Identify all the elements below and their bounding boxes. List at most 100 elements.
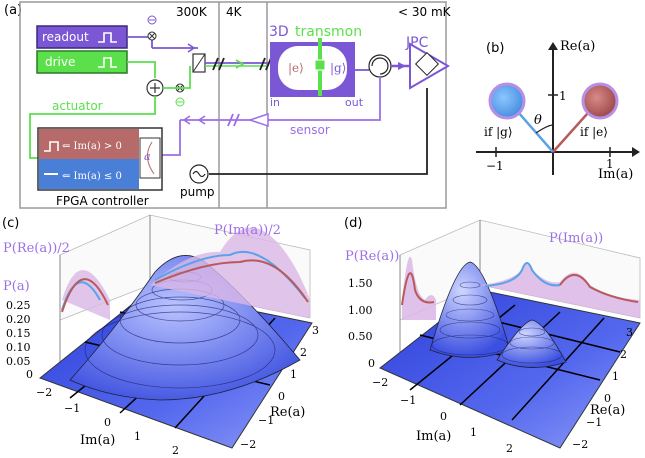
port-in: in: [270, 96, 280, 109]
p-im-label-c: P(Im(a))/2: [214, 223, 281, 238]
if-e-label: if |e⟩: [580, 125, 608, 139]
svg-text:−1: −1: [258, 414, 274, 427]
drive-line: [127, 61, 156, 78]
svg-text:1: 1: [134, 430, 141, 443]
svg-text:0: 0: [278, 390, 285, 403]
svg-text:3: 3: [626, 326, 633, 339]
panel-c-label: (c): [2, 216, 19, 231]
marginal-im-d: [480, 262, 640, 318]
tick-im-minus1: −1: [486, 159, 504, 173]
svg-text:−2: −2: [372, 376, 388, 389]
actuator-label: actuator: [52, 99, 103, 113]
svg-text:0: 0: [26, 368, 33, 381]
readout-pulse-icon: [98, 32, 117, 43]
zone-mk: < 30 mK: [398, 5, 452, 19]
if-g-label: if |g⟩: [484, 125, 513, 139]
svg-text:−1: −1: [400, 394, 416, 407]
z-ticks-d: 1.50 1.00 0.50 0: [348, 277, 375, 370]
svg-text:0: 0: [440, 410, 447, 423]
re-ticks-d: 3 2 1 0 −1 −2: [572, 326, 633, 451]
marginal-re-c: [62, 270, 110, 320]
zone-300k: 300K: [176, 5, 208, 19]
p-a-label-c: P(a): [3, 279, 30, 294]
fpga-row1-text: ⇐ Im(a) > 0: [62, 141, 122, 152]
ket-e: |e⟩: [288, 61, 304, 75]
attenuator-icon-1: [212, 57, 225, 71]
tick-im-1: 1: [606, 157, 614, 171]
im-axis-label: Im(a): [598, 167, 633, 182]
sensor-label: sensor: [290, 123, 330, 137]
jpc-ring-icon: [414, 51, 440, 77]
svg-text:1.50: 1.50: [348, 277, 373, 290]
svg-text:0.20: 0.20: [6, 313, 31, 326]
panel-b: (b) Re(a) Im(a) 1 −1 1 θ if |g⟩ if |e⟩: [476, 39, 640, 182]
svg-text:1: 1: [612, 370, 619, 383]
cryostat-frame: [19, 1, 447, 209]
svg-text:−1: −1: [586, 416, 602, 429]
z-ticks-c: 0.25 0.20 0.15 0.10 0.05 0: [6, 299, 33, 381]
fpga-row2-text: ⇐ Im(a) ≤ 0: [62, 171, 122, 182]
attenuator-icon-3: [227, 113, 240, 127]
svg-text:0: 0: [104, 416, 111, 429]
hemt-amplifier: [247, 112, 269, 128]
drive-pulse-icon: [98, 57, 117, 68]
svg-text:−1: −1: [64, 402, 80, 415]
panel-a-label: (a): [4, 3, 22, 18]
panel-c: (c) P(Re(a))/2 P(Im(a))/2 P(a) 0.25 0.20: [2, 214, 319, 457]
pump-label: pump: [180, 185, 215, 199]
e-state-disk: [581, 82, 619, 120]
fpga-label: FPGA controller: [56, 194, 149, 208]
readout-label: readout: [42, 30, 89, 44]
minus-symbol-2: [175, 97, 185, 107]
svg-text:1.00: 1.00: [348, 304, 373, 317]
im-ticks-c: −2 −1 0 1 2: [36, 386, 179, 457]
im-axis-label-d: Im(a): [416, 429, 451, 444]
fpga-row-positive: [39, 129, 139, 159]
marginal-im-c: [150, 227, 310, 318]
fpga-comparator: [139, 137, 161, 179]
svg-text:0.50: 0.50: [348, 330, 373, 343]
svg-text:0.05: 0.05: [6, 355, 31, 368]
transmon-3d: 3D: [269, 24, 289, 40]
svg-text:−2: −2: [240, 438, 256, 451]
panel-a: (a) 300K 4K < 30 mK readout drive: [4, 1, 452, 209]
svg-text:−2: −2: [36, 386, 52, 399]
drive-label: drive: [45, 55, 75, 69]
transmon-word: transmon: [295, 24, 362, 40]
cavity-interior: [278, 46, 347, 90]
actuator-line: [29, 96, 156, 159]
pump-line: [209, 88, 428, 175]
svg-text:3: 3: [312, 324, 319, 337]
re-axis-label-c: Re(a): [270, 405, 305, 420]
re-ticks-c: 3 2 1 0 −1 −2: [240, 324, 319, 451]
re-axis-label-d: Re(a): [590, 403, 625, 418]
attenuator-icon-2: [259, 57, 272, 71]
fpga-pulse-icon: [44, 141, 59, 152]
im-ticks-d: −2 −1 0 1 2: [372, 376, 513, 455]
svg-text:2: 2: [300, 346, 307, 359]
zone-4k: 4K: [226, 5, 243, 19]
svg-text:1: 1: [290, 368, 297, 381]
svg-text:0.10: 0.10: [6, 341, 31, 354]
svg-text:0: 0: [368, 357, 375, 370]
svg-text:−2: −2: [572, 438, 588, 451]
svg-text:1: 1: [470, 426, 477, 439]
p-re-label-d: P(Re(a)): [345, 249, 399, 264]
p-re-label-c: P(Re(a))/2: [3, 241, 70, 256]
re-axis-label: Re(a): [560, 39, 595, 54]
peak-g-surface: [429, 261, 511, 358]
peak-e-surface: [496, 319, 567, 368]
panel-d: (d) P(Im(a)) P(Re(a)) 1.50 1.00 0.50: [344, 216, 641, 455]
svg-text:2: 2: [172, 444, 179, 457]
p-im-label-d: P(Im(a)): [549, 231, 603, 246]
ket-g: |g⟩: [330, 61, 346, 75]
panel-b-label: (b): [486, 41, 504, 56]
svg-text:0: 0: [604, 392, 611, 405]
g-state-disk: [488, 82, 526, 120]
svg-text:0.15: 0.15: [6, 327, 31, 340]
svg-text:2: 2: [620, 348, 627, 361]
theta-label: θ: [534, 113, 542, 128]
svg-text:0.25: 0.25: [6, 299, 31, 312]
minus-symbol-1: [147, 15, 157, 25]
